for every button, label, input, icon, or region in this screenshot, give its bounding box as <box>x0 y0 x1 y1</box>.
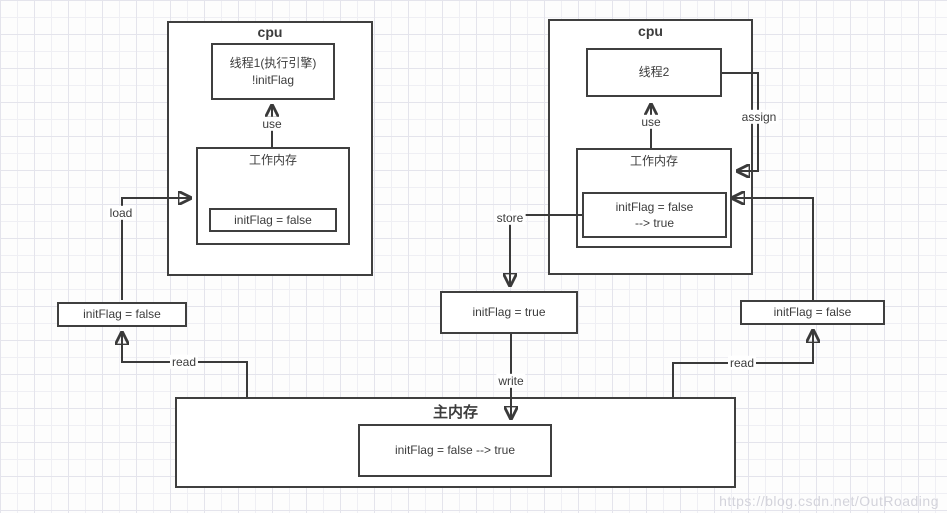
working-var-right-line2: --> true <box>634 216 674 230</box>
main-memory-var-text: initFlag = false --> true <box>394 443 516 458</box>
buffer-left-box <box>57 302 187 327</box>
load-label: load <box>107 205 135 221</box>
buffer-right-box <box>740 300 885 325</box>
working-var-left-text: initFlag = false <box>234 212 312 227</box>
buffer-left-text: initFlag = false <box>83 307 161 322</box>
working-var-right-line1: initFlag = false <box>615 199 694 214</box>
read-left-label: read <box>169 354 199 370</box>
main-memory-var-box <box>358 424 552 477</box>
read-right-label: read <box>727 355 757 371</box>
working-var-right-text: initFlag = false --> true <box>582 192 727 238</box>
working-var-right-box <box>582 192 727 238</box>
working-memory-right-title: 工作内存 <box>629 154 678 168</box>
write-label: write <box>496 373 526 389</box>
buffer-right-text: initFlag = false <box>773 305 852 320</box>
thread1-line2: !initFlag <box>251 72 295 87</box>
store-label: store <box>494 210 526 226</box>
cpu-left-title: cpu <box>257 24 283 40</box>
working-var-left-box <box>209 208 337 232</box>
use-left-label: use <box>260 116 284 132</box>
csdn-watermark: https://blog.csdn.net/OutRoading <box>719 493 939 509</box>
working-memory-left-title: 工作内存 <box>248 153 297 167</box>
buffer-middle-text: initFlag = true <box>472 305 546 320</box>
thread1-text: 线程1(执行引擎) !initFlag <box>211 43 335 100</box>
use-right-label: use <box>639 114 663 130</box>
thread2-box <box>586 48 722 97</box>
assign-label: assign <box>739 109 779 125</box>
main-memory-title: 主内存 <box>432 404 478 421</box>
cpu-right-title: cpu <box>638 23 663 39</box>
thread1-box <box>211 43 335 100</box>
thread1-line1: 线程1(执行引擎) <box>229 56 317 71</box>
thread2-text: 线程2 <box>638 65 670 80</box>
buffer-middle-box <box>440 291 578 334</box>
